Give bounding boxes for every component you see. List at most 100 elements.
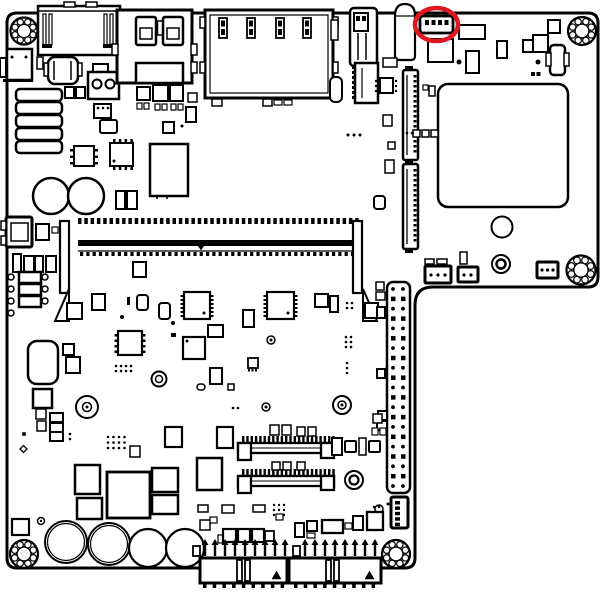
soc-tab xyxy=(428,85,436,97)
smd-part xyxy=(306,520,318,532)
sodimm-hatch-top xyxy=(96,218,101,224)
gpio-pin-header xyxy=(391,316,396,321)
sodimm-hatch-top xyxy=(90,218,95,224)
via-dots xyxy=(129,364,133,368)
via-dots xyxy=(350,306,354,310)
chip-pins xyxy=(294,311,298,313)
wafer-pin xyxy=(443,273,447,277)
chip-pins xyxy=(142,345,146,348)
smd-part xyxy=(49,412,64,423)
m2-connector-hatch xyxy=(413,125,417,128)
io-pin-pair xyxy=(302,17,312,39)
ring-part xyxy=(348,474,360,486)
via-dots xyxy=(377,505,381,509)
gpio-pin-header xyxy=(391,405,395,410)
m2-connector-hatch xyxy=(413,189,417,192)
mezzanine-connector-2-hatch xyxy=(297,469,301,475)
m2-connector-hatch xyxy=(413,90,417,93)
via-dots xyxy=(277,508,281,512)
io-pin-pair xyxy=(275,17,285,39)
sodimm-latch-left-foot xyxy=(66,302,83,320)
smd-part xyxy=(358,437,367,456)
smd-part xyxy=(99,119,118,134)
wafer-connector-3pin-small xyxy=(93,103,112,119)
highlighted-connector-pin xyxy=(431,20,436,25)
sodimm-hatch-bottom xyxy=(98,252,103,256)
gpio-pin-header xyxy=(401,287,405,291)
box-header-b-pins xyxy=(361,584,366,588)
smd-mark xyxy=(171,333,176,337)
smd-part xyxy=(532,34,549,53)
sodimm-hatch-top xyxy=(323,218,328,224)
box-header-b-pins xyxy=(332,584,337,588)
pin-row-a xyxy=(253,544,257,556)
smd-part xyxy=(382,114,393,127)
pin-row-b xyxy=(363,544,367,556)
wafer-pins xyxy=(395,501,400,505)
sodimm-hatch-top xyxy=(147,218,151,224)
smd-part xyxy=(36,56,44,70)
ic-chip-power xyxy=(75,496,104,521)
pin-row-b xyxy=(311,539,319,545)
smd-part xyxy=(273,99,283,106)
m2-connector-nub xyxy=(405,248,413,253)
sodimm-hatch-bottom xyxy=(243,252,247,256)
jumper-pad xyxy=(41,297,49,305)
chip-pins xyxy=(263,295,267,297)
m2-connector-hatch xyxy=(413,199,417,202)
box-header-a-pins xyxy=(222,584,226,588)
mounting-hole-bottom-left xyxy=(16,546,32,562)
left-edge-tab xyxy=(0,57,7,78)
ic-chip-large xyxy=(148,142,190,198)
via-dots xyxy=(124,369,128,373)
ic-chip-cluster xyxy=(136,86,151,101)
smd-part xyxy=(352,515,364,531)
smd-part xyxy=(458,24,486,40)
smd-part xyxy=(185,106,197,123)
highlighted-connector-pin xyxy=(444,20,449,25)
mounting-hole-top-left xyxy=(11,23,19,31)
io-pin xyxy=(278,20,282,27)
sodimm-hatch-top xyxy=(122,218,126,224)
gpio-pin-header xyxy=(391,434,396,440)
mounting-hole-bottom-left xyxy=(16,540,24,549)
chip-pins xyxy=(210,311,214,313)
via-dots xyxy=(117,435,121,439)
box-header-b-pins xyxy=(371,584,376,588)
usb-stack-tab xyxy=(190,61,198,74)
smd-part xyxy=(227,383,235,391)
m2-connector-hatch xyxy=(413,184,417,187)
chip-pins xyxy=(180,311,184,313)
smd-part xyxy=(320,518,345,535)
smd-part xyxy=(45,255,57,273)
pin-row-b xyxy=(371,539,379,545)
smd-part xyxy=(430,129,439,138)
via-dots xyxy=(124,364,128,368)
capacitor-round xyxy=(66,176,106,216)
chip-pins xyxy=(263,307,267,309)
sodimm-hatch-top xyxy=(260,218,265,224)
gpio-pin-header xyxy=(401,484,405,488)
sodimm-hatch-top xyxy=(153,218,158,224)
mounting-hole-top-left xyxy=(24,36,32,44)
jumper-pad xyxy=(7,285,15,293)
via-dots xyxy=(112,441,115,444)
via-dots xyxy=(350,301,354,305)
mezzanine-connector-1-hatch xyxy=(254,436,258,442)
chip-pins xyxy=(113,139,116,143)
via-dots xyxy=(119,369,123,373)
sodimm-hatch-bottom xyxy=(319,252,323,256)
gpio-pin-header xyxy=(401,346,405,350)
wafer-pin xyxy=(436,273,440,277)
gpio-pin-header xyxy=(401,336,406,341)
ic-chip-cluster xyxy=(152,84,169,102)
smd-part xyxy=(136,102,143,110)
sodimm-hatch-top xyxy=(191,218,195,224)
usb-port-tongue xyxy=(166,27,180,40)
sodimm-hatch-top xyxy=(210,218,214,224)
m2-connector-nub xyxy=(405,66,413,71)
chip-pins xyxy=(294,303,298,305)
io-connector-tab xyxy=(199,61,206,74)
smd-part xyxy=(281,424,292,436)
chip-pins xyxy=(142,339,146,342)
